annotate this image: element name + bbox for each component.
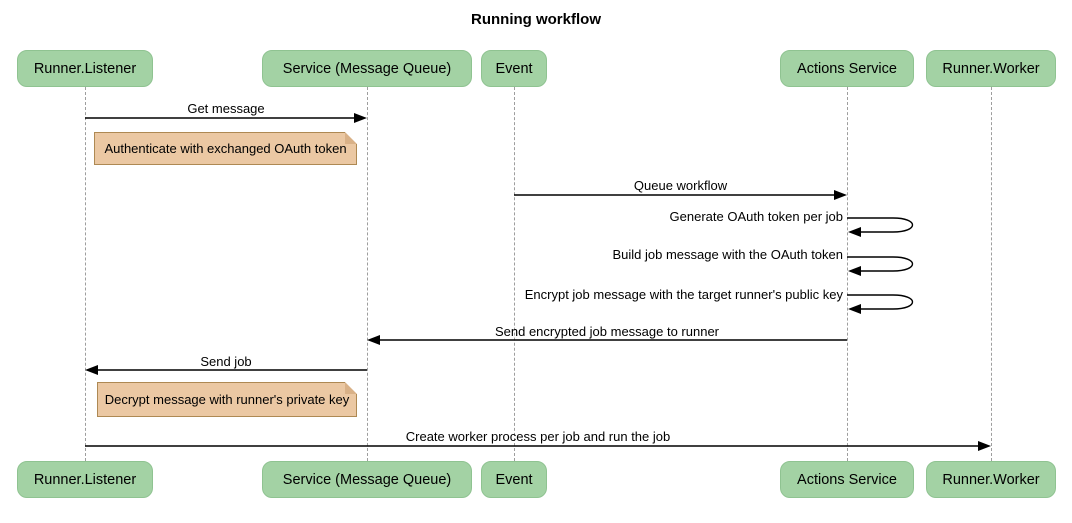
message-label-send-encrypted-job-message: Send encrypted job message to runner: [494, 324, 720, 339]
arrowhead-build-job-message: [848, 266, 861, 276]
message-label-encrypt-job-message: Encrypt job message with the target runn…: [524, 287, 843, 302]
self-loop-build-job-message: [847, 256, 913, 272]
actor-top-runner-listener: Runner.Listener: [17, 50, 153, 87]
message-label-generate-oauth-token: Generate OAuth token per job: [669, 209, 843, 224]
actor-label: Runner.Listener: [33, 471, 137, 488]
actor-bottom-runner-listener: Runner.Listener: [17, 461, 153, 498]
actor-label: Actions Service: [797, 60, 897, 77]
actor-label: Runner.Worker: [942, 471, 1040, 488]
self-loop-encrypt-job-message: [847, 294, 913, 310]
actor-bottom-runner-worker: Runner.Worker: [926, 461, 1056, 498]
actor-label: Actions Service: [797, 471, 897, 488]
actor-top-runner-worker: Runner.Worker: [926, 50, 1056, 87]
message-label-create-worker-process: Create worker process per job and run th…: [405, 429, 671, 444]
lifeline-runner-worker: [990, 87, 992, 461]
actor-label: Service (Message Queue): [282, 471, 452, 488]
actor-bottom-service-message-queue: Service (Message Queue): [262, 461, 472, 498]
lifeline-runner-listener: [84, 87, 86, 461]
arrowhead-generate-oauth-token: [848, 227, 861, 237]
arrowhead-encrypt-job-message: [848, 304, 861, 314]
actor-bottom-actions-service: Actions Service: [780, 461, 914, 498]
message-label-queue-workflow: Queue workflow: [633, 178, 728, 193]
actor-label: Event: [495, 471, 533, 488]
note-text: Decrypt message with runner's private ke…: [104, 392, 350, 407]
actor-label: Runner.Worker: [942, 60, 1040, 77]
note-decrypt-private-key: Decrypt message with runner's private ke…: [97, 382, 357, 417]
note-text: Authenticate with exchanged OAuth token: [104, 141, 347, 156]
actor-top-event: Event: [481, 50, 547, 87]
self-loop-generate-oauth-token: [847, 217, 913, 233]
diagram-title: Running workflow: [471, 11, 601, 28]
arrowhead-create-worker-process: [978, 441, 991, 451]
arrowhead-get-message: [354, 113, 367, 123]
actor-top-actions-service: Actions Service: [780, 50, 914, 87]
note-authenticate-oauth: Authenticate with exchanged OAuth token: [94, 132, 357, 165]
lifeline-service-message-queue: [366, 87, 368, 461]
actor-label: Event: [495, 60, 533, 77]
arrowhead-send-encrypted-job-message: [367, 335, 380, 345]
message-label-send-job: Send job: [200, 354, 252, 369]
lifeline-event: [513, 87, 515, 461]
arrowhead-send-job: [85, 365, 98, 375]
arrowhead-queue-workflow: [834, 190, 847, 200]
message-label-get-message: Get message: [187, 101, 265, 116]
actor-top-service-message-queue: Service (Message Queue): [262, 50, 472, 87]
actor-label: Runner.Listener: [33, 60, 137, 77]
lifeline-actions-service: [846, 87, 848, 461]
message-label-build-job-message: Build job message with the OAuth token: [612, 247, 843, 262]
actor-label: Service (Message Queue): [282, 60, 452, 77]
actor-bottom-event: Event: [481, 461, 547, 498]
